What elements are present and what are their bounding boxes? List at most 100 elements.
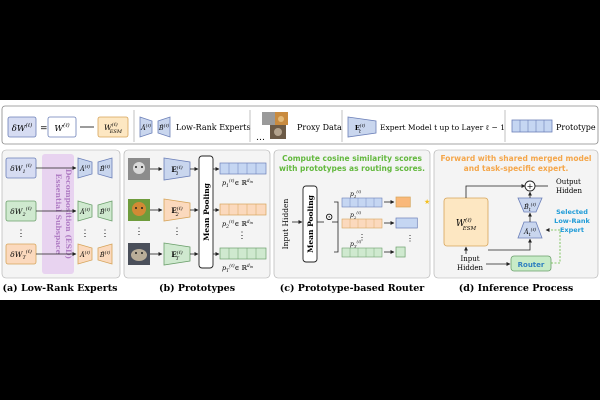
inference-title-line2: and task-specific expert.: [464, 164, 569, 173]
proxy-image-2: [128, 199, 150, 221]
router-title-line2: with prototypes as routing scores.: [279, 164, 425, 173]
legend-prototype-text: Prototype: [556, 123, 596, 132]
svg-text:p1(ℓ): p1(ℓ): [350, 189, 362, 199]
svg-text:⋮: ⋮: [358, 233, 366, 242]
panel-a-row-1: δW1(ℓ) Â(ℓ) B̂(ℓ): [5, 157, 113, 179]
router-input-hidden: Input Hidden: [281, 199, 290, 250]
prototype-t-label: pT(ℓ)∈ ℝdin: [222, 262, 254, 274]
router-box: [510, 255, 552, 272]
inference-b-hat: [517, 197, 543, 213]
routing-score-bar-1: [395, 196, 411, 208]
legend-b-hat-trapezoid: [157, 116, 171, 138]
legend-w-box: [47, 116, 77, 138]
legend-delta-w-box: [7, 116, 37, 138]
inference-w-esm-label: W(ℓ)ESM: [456, 217, 477, 232]
legend-encoder-shape: [347, 116, 377, 138]
router-mean-pooling-box: [302, 185, 318, 263]
svg-text:B̂t(ℓ): B̂t(ℓ): [523, 201, 536, 213]
panel-a-vertical-dots-b: ⋮: [101, 229, 110, 239]
esd-label-line1: Essential Subspace: [54, 174, 63, 255]
inference-title-line1: Forward with shared merged model: [440, 154, 591, 163]
proxy-image-t: [128, 243, 150, 265]
svg-text:⋮: ⋮: [238, 231, 247, 241]
inference-input-hidden-2: Hidden: [457, 264, 483, 272]
panel-a-row-2: δW2(ℓ) Â(ℓ) B̂(ℓ): [5, 200, 113, 222]
prototype-1-label: p1(ℓ)∈ ℝdin: [222, 177, 254, 189]
prototype-bar-1: [219, 162, 267, 175]
routing-score-bar-2: [395, 217, 418, 229]
legend-proxy-data-images: [262, 112, 288, 139]
svg-text:p2(ℓ): p2(ℓ): [350, 210, 362, 220]
svg-text:E(ℓ)1: E(ℓ)1: [171, 164, 182, 177]
legend-a-hat-label: Â(ℓ): [140, 122, 151, 132]
mean-pooling-box: [198, 155, 214, 269]
prototype-bar-t: [219, 247, 267, 260]
caption-b: (b) Prototypes: [159, 283, 235, 294]
legend-expert-model-text: Expert Model t up to Layer ℓ − 1: [380, 123, 505, 132]
output-hidden-1: Output: [556, 178, 581, 186]
prototype-bar-2: [219, 203, 267, 216]
legend-ellipsis: …: [256, 133, 265, 143]
output-hidden-2: Hidden: [556, 187, 582, 195]
inference-input-hidden-1: Input: [460, 255, 479, 263]
legend-encoder-label: E(ℓ)t: [355, 122, 366, 135]
svg-text:δW2(ℓ): δW2(ℓ): [10, 205, 31, 218]
caption-a: (a) Low-Rank Experts: [3, 283, 118, 294]
panel-b: E(ℓ)1 E(ℓ)2 E(ℓ)T ⋮ ⋮ Mean Pooling p1(ℓ)…: [123, 149, 271, 279]
esd-band: [42, 154, 74, 274]
prototype-2-label: p2(ℓ)∈ ℝdin: [222, 218, 254, 230]
svg-text:B̂(ℓ): B̂(ℓ): [99, 206, 110, 216]
legend-delta-w-label: δW(ℓ): [12, 122, 32, 134]
panel-c: Compute cosine similarity scores with pr…: [273, 149, 431, 279]
svg-text:B̂(ℓ): B̂(ℓ): [99, 163, 110, 173]
router-proto-1: [341, 197, 383, 208]
encoder-1: E(ℓ)1: [163, 157, 191, 181]
proxy-image-1: [128, 158, 150, 180]
panel-d: Forward with shared merged model and tas…: [433, 149, 599, 279]
svg-text:Ât(ℓ): Ât(ℓ): [523, 226, 536, 238]
svg-text:Â(ℓ): Â(ℓ): [79, 163, 90, 173]
panel-a: Essential Subspace Decomposition (ESD) δ…: [1, 149, 121, 279]
legend-w-esm-label: W(ℓ)ESM: [104, 121, 123, 135]
svg-text:E(ℓ)2: E(ℓ)2: [171, 205, 182, 218]
router-label: Router: [518, 261, 545, 269]
panel-a-vertical-dots-a: ⋮: [81, 229, 90, 239]
panel-a-vertical-dots-left: ⋮: [17, 229, 26, 239]
svg-text:E(ℓ)T: E(ℓ)T: [171, 249, 182, 262]
encoder-t: E(ℓ)T: [163, 242, 191, 266]
svg-text:⋮: ⋮: [135, 227, 144, 237]
panel-a-row-t: δWT(ℓ) Â(ℓ) B̂(ℓ): [5, 243, 113, 265]
legend-a-hat-trapezoid: [139, 116, 153, 138]
selected-star: ★: [424, 198, 430, 206]
svg-text:Â(ℓ): Â(ℓ): [79, 206, 90, 216]
mean-pooling-label: Mean Pooling: [202, 182, 211, 241]
selected-expert-1: Selected: [556, 208, 588, 216]
selected-expert-2: Low-Rank: [554, 217, 590, 225]
legend-w-esm-box: [97, 116, 129, 138]
routing-score-bar-3: [395, 246, 406, 258]
svg-text:pT(ℓ): pT(ℓ): [350, 239, 362, 249]
svg-text:⋮: ⋮: [406, 234, 414, 243]
selected-expert-3: Expert: [560, 226, 584, 234]
legend-equals-sign: =: [40, 124, 48, 134]
esd-label-line2: Decomposition (ESD): [64, 169, 73, 259]
router-mean-pooling-label: Mean Pooling: [306, 194, 315, 253]
encoder-2: E(ℓ)2: [163, 198, 191, 222]
legend-low-rank-experts-text: Low-Rank Experts: [176, 123, 251, 132]
legend-w-label: W(ℓ): [54, 122, 69, 134]
svg-text:δWT(ℓ): δWT(ℓ): [10, 248, 32, 261]
caption-d: (d) Inference Process: [459, 283, 574, 294]
router-proto-t: [341, 247, 383, 258]
svg-text:B̂(ℓ): B̂(ℓ): [99, 249, 110, 259]
inference-a-hat: [517, 221, 543, 239]
caption-c: (c) Prototype-based Router: [280, 283, 426, 294]
legend-bar: δW(ℓ) = W(ℓ) W(ℓ)ESM Â(ℓ) B̂(ℓ) Low-Rank…: [1, 105, 599, 145]
svg-text:Â(ℓ): Â(ℓ): [79, 249, 90, 259]
router-proto-2: [341, 218, 383, 229]
svg-text:δW1(ℓ): δW1(ℓ): [10, 162, 31, 175]
dot-product-symbol: ⊙: [325, 212, 333, 223]
routing-score-bars: [395, 196, 418, 258]
legend-prototype-bar: [511, 119, 553, 133]
